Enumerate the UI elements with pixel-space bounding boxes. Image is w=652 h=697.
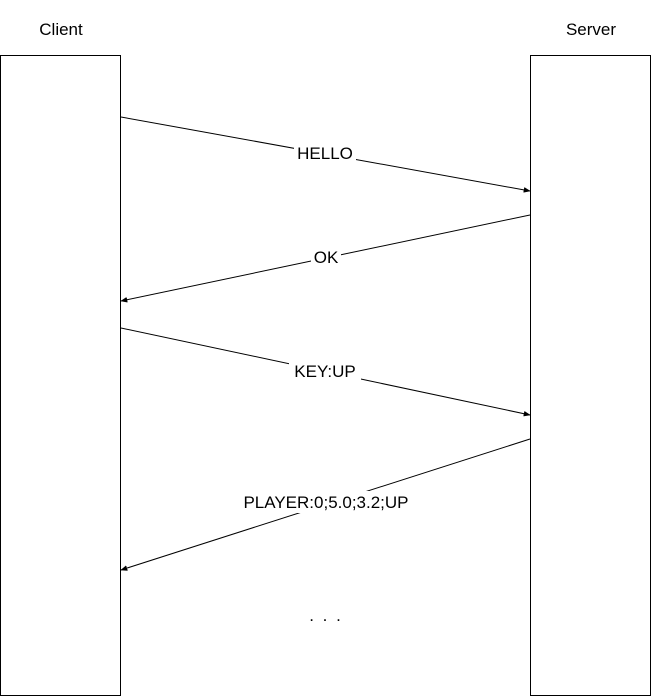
message-player-label-bg — [236, 491, 416, 513]
message-key-up: KEY:UP — [120, 327, 531, 417]
message-key-up-label-bg — [289, 360, 361, 382]
message-player: PLAYER:0;5.0;3.2;UP — [120, 438, 531, 571]
message-hello-label-bg — [294, 142, 356, 164]
message-key-up-label: KEY:UP — [294, 362, 355, 381]
message-ok-label-bg — [311, 246, 341, 268]
message-player-label: PLAYER:0;5.0;3.2;UP — [243, 493, 408, 512]
server-lifeline — [530, 55, 651, 696]
continuation-ellipsis: . . . — [309, 606, 343, 625]
message-ok: OK — [120, 214, 531, 303]
server-title: Server — [566, 20, 616, 39]
message-hello: HELLO — [120, 116, 531, 193]
client-title: Client — [39, 20, 83, 39]
message-ok-label: OK — [314, 248, 339, 267]
client-lifeline — [0, 55, 121, 696]
message-hello-label: HELLO — [297, 144, 353, 163]
